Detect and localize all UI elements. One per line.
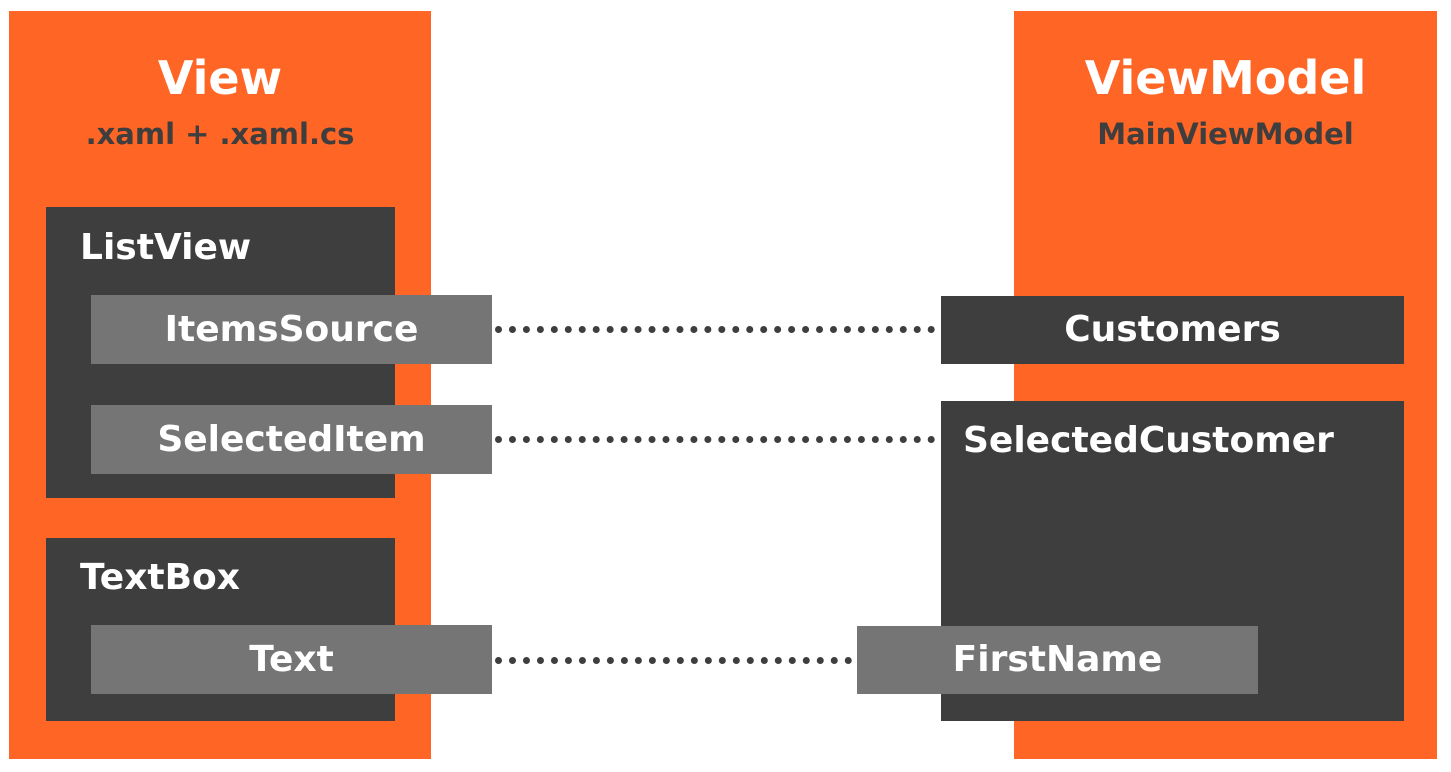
listview-heading: ListView xyxy=(80,227,252,268)
selectedcustomer-heading: SelectedCustomer xyxy=(963,420,1334,461)
view-title: View xyxy=(157,51,283,105)
viewmodel-title: ViewModel xyxy=(1084,51,1367,105)
viewmodel-subtitle: MainViewModel xyxy=(1097,117,1354,151)
customers-property: Customers xyxy=(941,296,1404,364)
binding-connector-selecteditem xyxy=(495,436,935,443)
text-property: Text xyxy=(91,625,492,694)
textbox-heading: TextBox xyxy=(80,557,241,598)
view-subtitle: .xaml + .xaml.cs xyxy=(85,117,355,151)
binding-connector-text xyxy=(495,657,852,664)
binding-connector-itemssource xyxy=(495,326,935,333)
firstname-property: FirstName xyxy=(857,626,1258,694)
itemssource-property: ItemsSource xyxy=(91,295,492,364)
selecteditem-property: SelectedItem xyxy=(91,405,492,474)
